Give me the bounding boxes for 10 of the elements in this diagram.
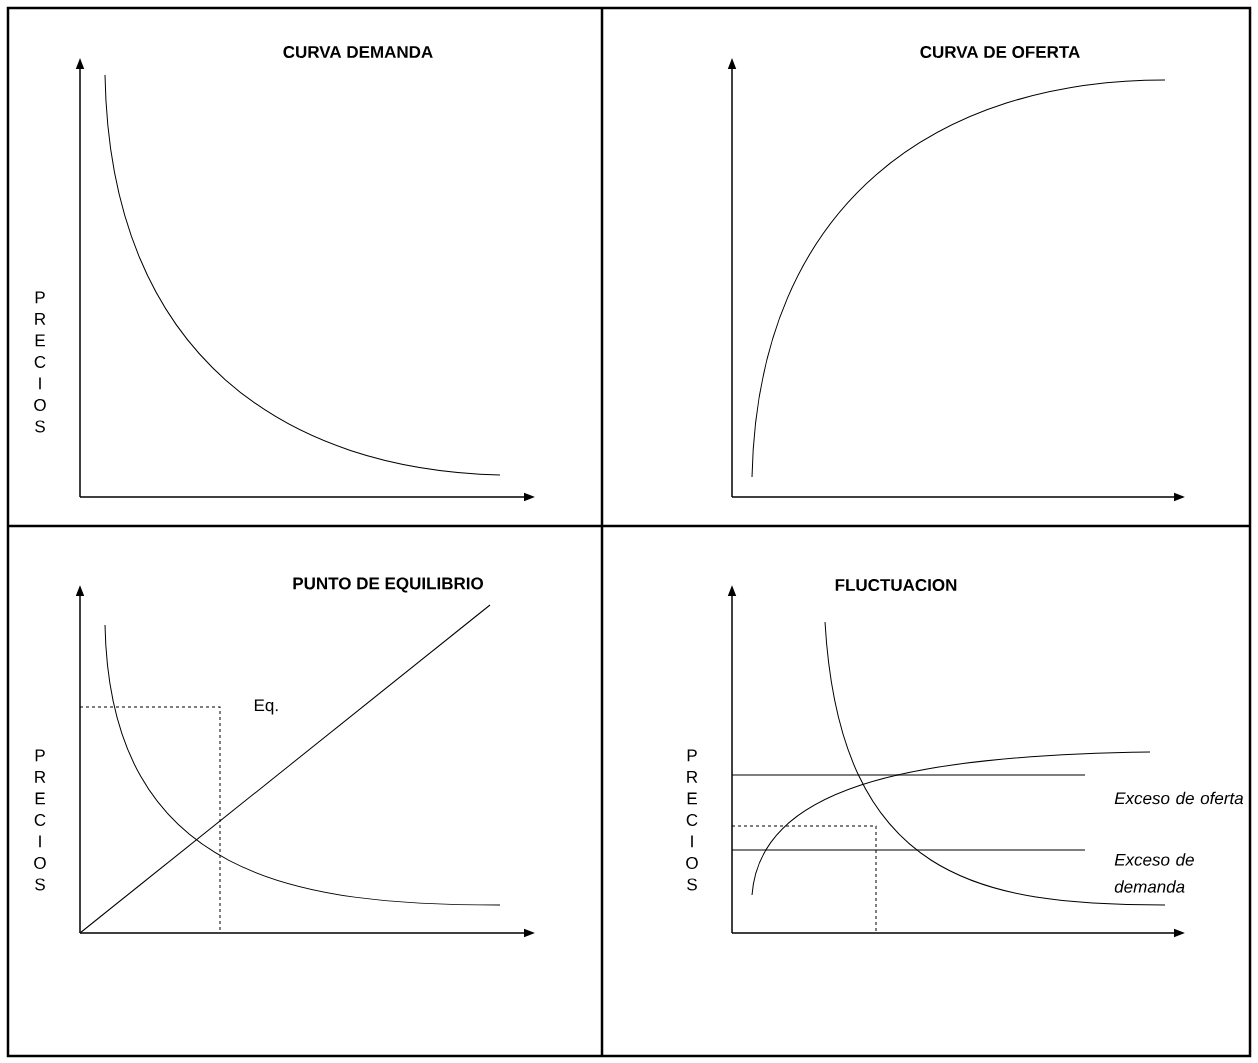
chart-title: FLUCTUACION (835, 579, 957, 592)
chart-title: PUNTO DE EQUILIBRIO (293, 577, 483, 593)
chart-title: CURVA DEMANDA (283, 46, 433, 59)
chart-title: CURVA DE OFERTA (920, 46, 1080, 59)
curve-label: Exceso de demanda (1114, 853, 1194, 893)
axis-label: PRECIOS (34, 291, 46, 433)
axis-label: PRECIOS (34, 749, 46, 891)
point-label: Eq. (254, 699, 278, 715)
axis-label: PRECIOS (686, 749, 698, 891)
curve-label: Exceso de oferta (1114, 791, 1244, 805)
